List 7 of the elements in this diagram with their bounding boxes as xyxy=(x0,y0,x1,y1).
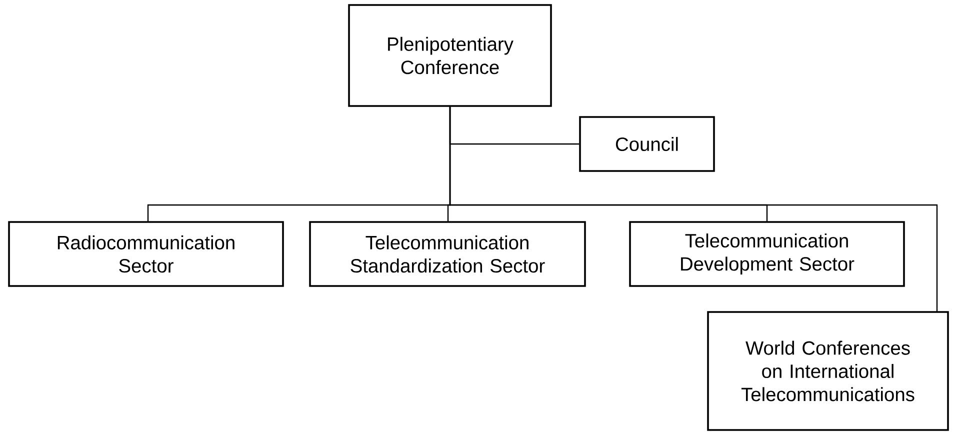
org-box: Council xyxy=(579,116,715,172)
org-box: Plenipotentiary Conference xyxy=(348,4,552,107)
org-box: World Conferences on International Telecommunications xyxy=(707,311,949,431)
org-box: Telecommunication Standardization Sector xyxy=(309,221,586,287)
connector-line xyxy=(449,106,938,312)
org-box: Telecommunication Development Sector xyxy=(629,221,905,287)
org-box: Radiocommunication Sector xyxy=(8,221,284,287)
